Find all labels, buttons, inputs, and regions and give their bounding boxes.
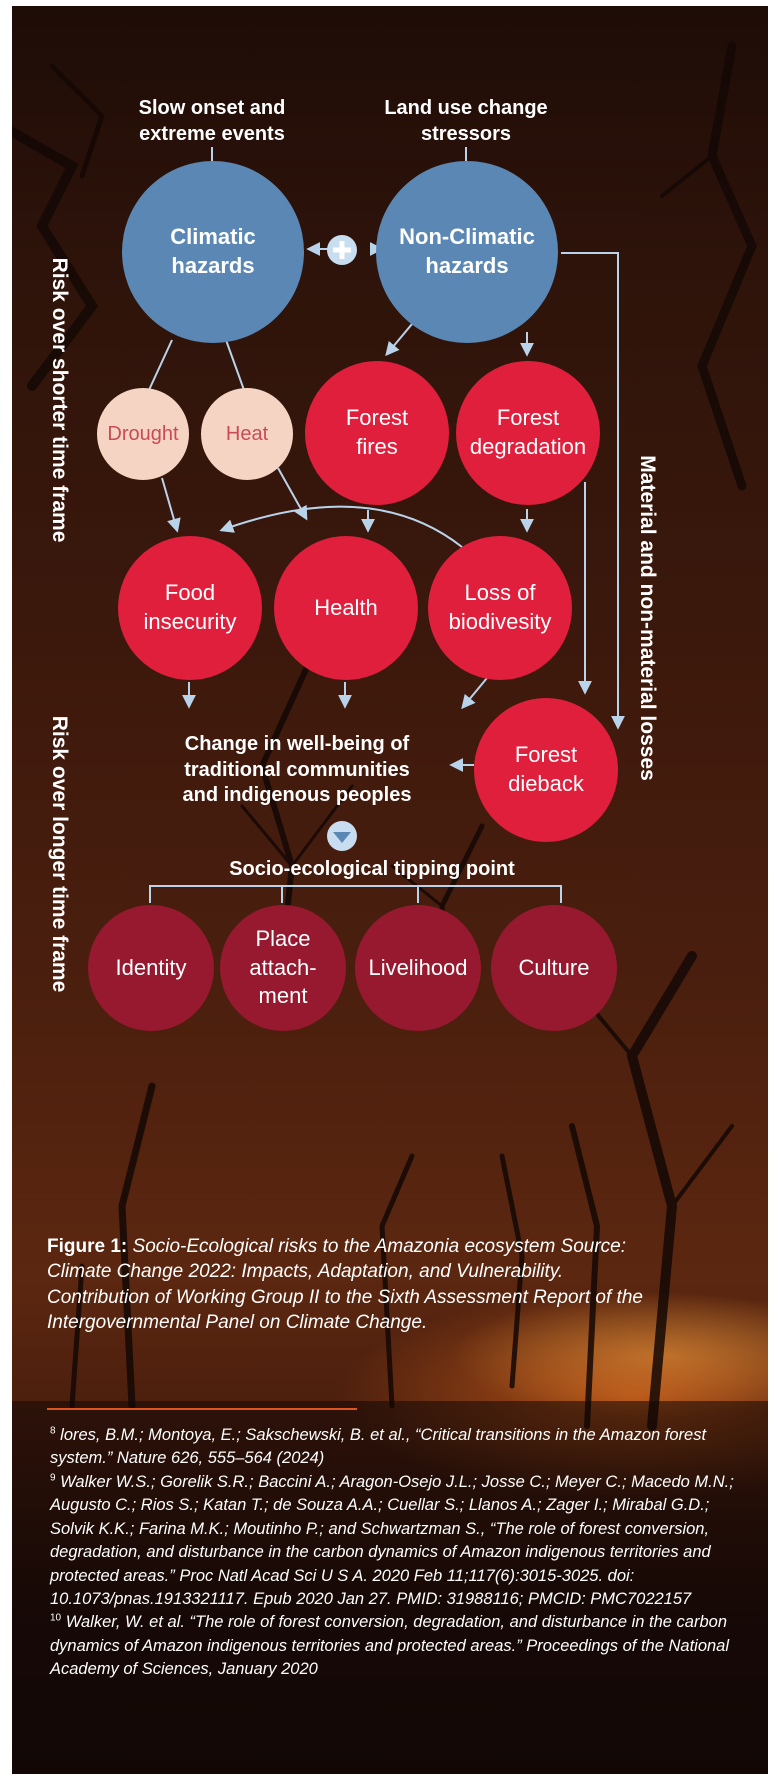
land-use-heading: Land use change stressors [384,97,548,145]
wellbeing-heading: Change in well-being of traditional comm… [182,733,412,807]
place-attachment-node: Place attach- ment [220,905,346,1031]
footnote-divider [47,1408,357,1410]
non-climatic-hazards-node: Non-Climatic hazards [376,161,558,343]
forest-dieback-node: Forest dieback [474,698,618,842]
plus-icon [327,235,357,265]
tipping-point-heading: Socio-ecological tipping point [229,858,515,880]
connector-lines [148,147,625,903]
footnote-9: 9 Walker W.S.; Gorelik S.R.; Baccini A.;… [50,1472,734,1608]
identity-node: Identity [88,905,214,1031]
slow-onset-heading: Slow onset and extreme events [138,97,286,145]
footnotes: 8 lores, B.M.; Montoya, E.; Sakschewski,… [50,1424,756,1682]
health-node: Health [274,536,418,680]
heat-node: Heat [201,388,293,480]
forest-degradation-node: Forest degradation [456,361,600,505]
drought-node: Drought [97,388,189,480]
figure-label: Figure 1: [47,1236,128,1257]
infographic-panel: Slow onset and extreme events Land use c… [12,6,768,1774]
forest-fires-node: Forest fires [305,361,449,505]
climatic-hazards-node: Climatic hazards [122,161,304,343]
loss-of-biodiversity-node: Loss of biodivesity [428,536,572,680]
longer-time-frame-label: Risk over longer time frame [48,715,71,993]
chevron-down-icon [327,821,357,851]
livelihood-node: Livelihood [355,905,481,1031]
food-insecurity-node: Food insecurity [118,536,262,680]
material-losses-label: Material and non-material losses [636,455,659,781]
shorter-time-frame-label: Risk over shorter time frame [48,257,71,543]
culture-node: Culture [491,905,617,1031]
figure-text: Socio-Ecological risks to the Amazonia e… [47,1236,643,1333]
figure-caption: Figure 1: Socio-Ecological risks to the … [47,1234,667,1335]
forest-silhouette-background [12,41,768,1774]
footnote-8: 8 lores, B.M.; Montoya, E.; Sakschewski,… [50,1425,707,1468]
footnote-10: 10 Walker, W. et al. “The role of forest… [50,1612,730,1679]
